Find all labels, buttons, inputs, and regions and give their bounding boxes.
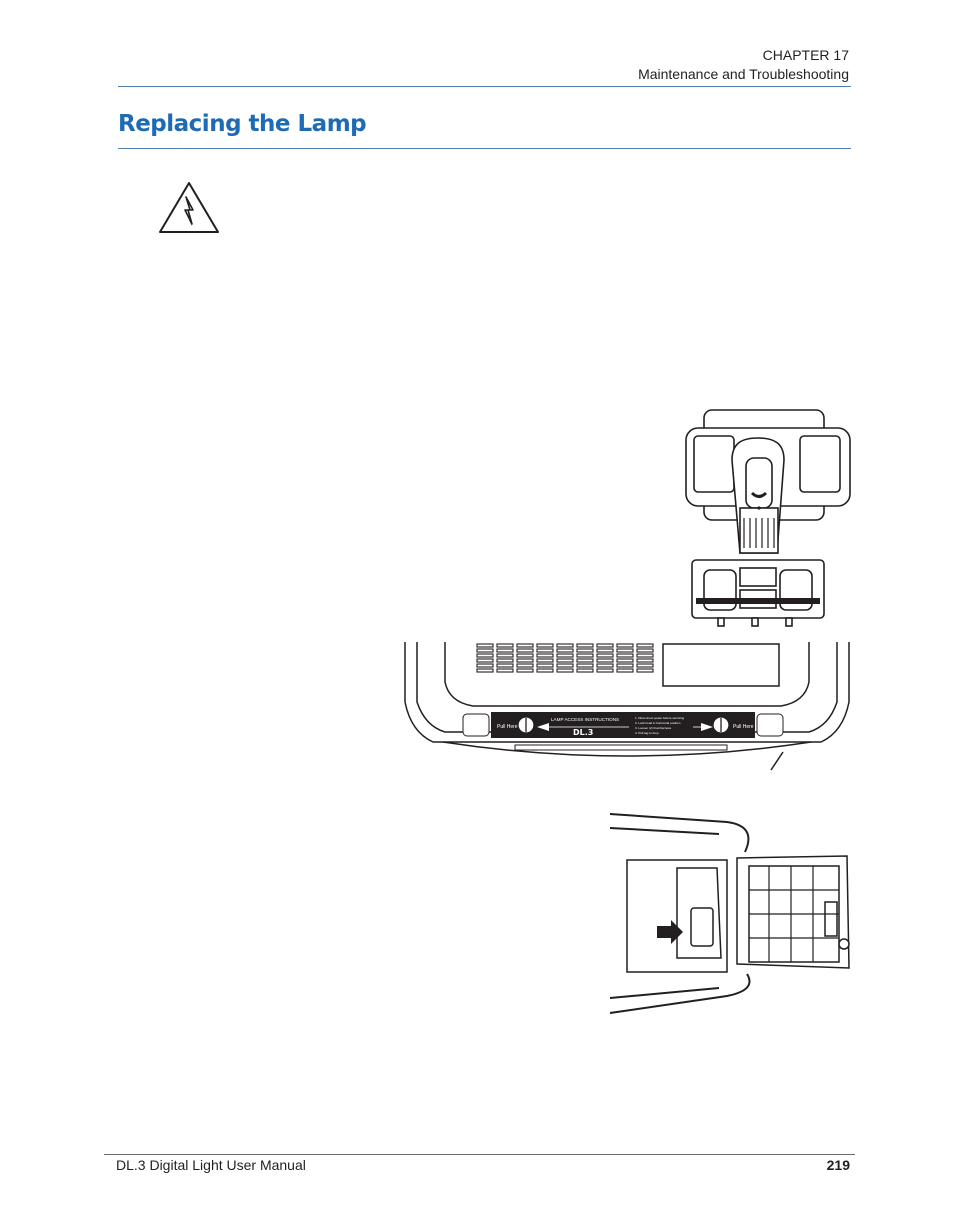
vent-slot [636,653,654,658]
instruction-step: 3. Loosen (2) thumbscrews [635,726,672,730]
vent-slot [496,648,514,653]
vent-slot [496,668,514,673]
vent-slot [496,663,514,668]
vent-slot [576,643,594,648]
vent-slot [636,643,654,648]
vent-slot [576,648,594,653]
vent-slot [556,643,574,648]
footer-rule [104,1154,855,1155]
vent-slot [576,663,594,668]
instruction-step: 2. Lock head in horizontal position [635,721,681,725]
vent-slot [496,658,514,663]
lamp-access-heading: LAMP ACCESS INSTRUCTIONS [551,717,619,722]
vent-slot [516,653,534,658]
chapter-title: Maintenance and Troubleshooting [638,66,849,82]
vent-slot [556,663,574,668]
vent-slot [476,663,494,668]
vent-slot [556,653,574,658]
vent-slot [556,668,574,673]
vent-slot [616,668,634,673]
vent-slot [476,668,494,673]
vent-slot [576,653,594,658]
header-rule [118,86,851,87]
vent-slot [596,643,614,648]
vent-slot [636,663,654,668]
vent-slot [536,643,554,648]
vent-slot [576,668,594,673]
electrical-hazard-warning-icon [159,182,219,233]
vent-slot [576,658,594,663]
vent-slot [596,658,614,663]
vent-slot [536,653,554,658]
vent-slot [516,648,534,653]
vent-slot [476,658,494,663]
vent-slot [636,658,654,663]
vent-slot [616,643,634,648]
vent-slot [476,648,494,653]
vent-slot [596,648,614,653]
instruction-step: 4. Pull tag to drop [635,731,659,735]
vent-slot [476,653,494,658]
page-title: Replacing the Lamp [118,111,367,137]
vent-slot [476,643,494,648]
vent-slot [536,663,554,668]
dl3-logo: DL.3 [573,728,593,737]
footer-manual-title: DL.3 Digital Light User Manual [116,1157,306,1173]
vent-slot [496,643,514,648]
vent-slot [516,663,534,668]
vent-slot [536,668,554,673]
chapter-label: CHAPTER 17 [762,47,849,63]
vent-slot [516,658,534,663]
fixture-overview-illustration [685,409,851,627]
vent-slot [596,663,614,668]
vent-slot [496,653,514,658]
instruction-step: 1. Disconnect power before servicing [635,716,685,720]
vent-slot [516,643,534,648]
pull-here-left-label: Pull Here [497,724,518,730]
vent-slot [516,668,534,673]
vent-slot [636,648,654,653]
vent-slot [636,668,654,673]
vent-slot [556,658,574,663]
pull-here-right-label: Pull Here [733,724,754,730]
vent-slot [596,653,614,658]
vent-slot [596,668,614,673]
vent-slot [616,663,634,668]
vent-slot [536,648,554,653]
page-number: 219 [826,1157,850,1173]
vent-slot [616,648,634,653]
vent-slot [536,658,554,663]
vent-slot [616,653,634,658]
lamp-removal-illustration [609,813,850,1014]
vent-slot [556,648,574,653]
title-rule [118,148,851,149]
vent-slot [616,658,634,663]
lamp-access-panel-illustration: Pull Here Pull Here LAMP ACCESS INSTRUCT… [404,642,850,771]
